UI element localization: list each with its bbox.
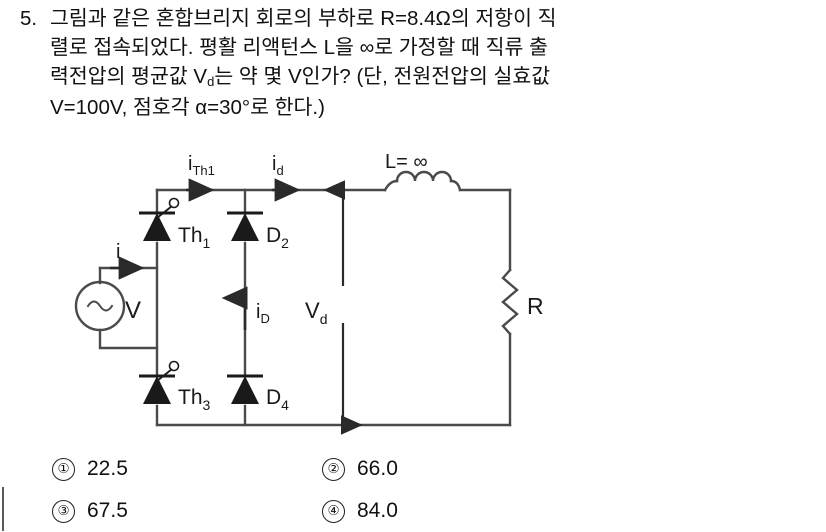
option-text-4: 84.0 <box>357 499 398 522</box>
resistor-zigzag <box>501 268 519 336</box>
label-d2: D2 <box>266 224 289 251</box>
option-marker-4: ④ <box>322 499 345 523</box>
label-th3: Th3 <box>178 386 211 413</box>
option-marker-3: ③ <box>52 499 75 523</box>
option-marker-2: ② <box>322 457 345 481</box>
question-line-4: V=100V, 점호각 α=30°로 한다.) <box>20 93 660 122</box>
inductor-coil <box>395 170 453 183</box>
option-text-2: 66.0 <box>357 457 398 480</box>
label-i-branch: iD <box>256 301 270 326</box>
label-i-th1: iTh1 <box>188 153 215 178</box>
answer-option-4[interactable]: ④ 84.0 <box>322 499 592 523</box>
diode-d2 <box>227 211 263 241</box>
question-block: 5. 그림과 같은 혼합브리지 회로의 부하로 R=8.4Ω의 저항이 직 렬로… <box>20 4 660 122</box>
label-i-source: i <box>116 241 120 263</box>
ac-source-circle <box>74 280 126 332</box>
label-resistor-r: R <box>527 293 544 319</box>
question-line-2: 렬로 접속되었다. 평활 리액턴스 L을 ∞로 가정할 때 직류 출 <box>20 33 660 62</box>
question-line-4-text: V=100V, 점호각 α=30°로 한다.) <box>50 96 325 119</box>
question-line-1-text: 그림과 같은 혼합브리지 회로의 부하로 R=8.4Ω의 저항이 직 <box>50 7 557 30</box>
label-vd: Vd <box>305 298 327 327</box>
ac-sine-glyph <box>86 300 114 312</box>
question-line-2-text: 렬로 접속되었다. 평활 리액턴스 L을 ∞로 가정할 때 직류 출 <box>50 36 548 59</box>
question-line-1: 5. 그림과 같은 혼합브리지 회로의 부하로 R=8.4Ω의 저항이 직 <box>20 4 660 33</box>
option-marker-1: ① <box>52 457 75 481</box>
question-number: 5. <box>20 7 38 30</box>
thyristor-th3 <box>139 360 180 404</box>
answer-option-2[interactable]: ② 66.0 <box>322 457 592 481</box>
answer-options: ① 22.5 ② 66.0 ③ 67.5 ④ 84.0 <box>52 448 612 532</box>
answer-row: ③ 67.5 ④ 84.0 <box>52 490 612 532</box>
diode-d4 <box>227 374 263 404</box>
inductor-lead-right <box>449 179 462 192</box>
thyristor-th1 <box>139 197 180 241</box>
option-text-1: 22.5 <box>87 457 128 480</box>
gate-terminal-icon <box>168 360 180 372</box>
inductor-lead-left <box>383 179 399 192</box>
gate-terminal-icon <box>168 197 180 209</box>
question-line-3-tail: 는 약 몇 V인가? (단, 전원전압의 실효값 <box>214 65 551 88</box>
answer-row: ① 22.5 ② 66.0 <box>52 448 612 490</box>
label-inductor: L= ∞ <box>385 151 428 173</box>
circuit-diagram: iTh1 id L= ∞ Th1 D2 Th3 D4 V i iD Vd R <box>0 138 620 438</box>
label-source-v: V <box>125 297 141 324</box>
label-th1: Th1 <box>178 224 211 251</box>
label-i-d: id <box>272 153 284 178</box>
vd-subscript: d <box>207 74 215 89</box>
label-d4: D4 <box>266 386 289 413</box>
source-wire-bottom <box>98 328 159 350</box>
answer-option-1[interactable]: ① 22.5 <box>52 457 322 481</box>
option-text-3: 67.5 <box>87 499 128 522</box>
answer-option-3[interactable]: ③ 67.5 <box>52 499 322 523</box>
page-edge-mark <box>2 487 4 531</box>
question-line-3-text: 력전압의 평균값 V <box>50 65 208 88</box>
